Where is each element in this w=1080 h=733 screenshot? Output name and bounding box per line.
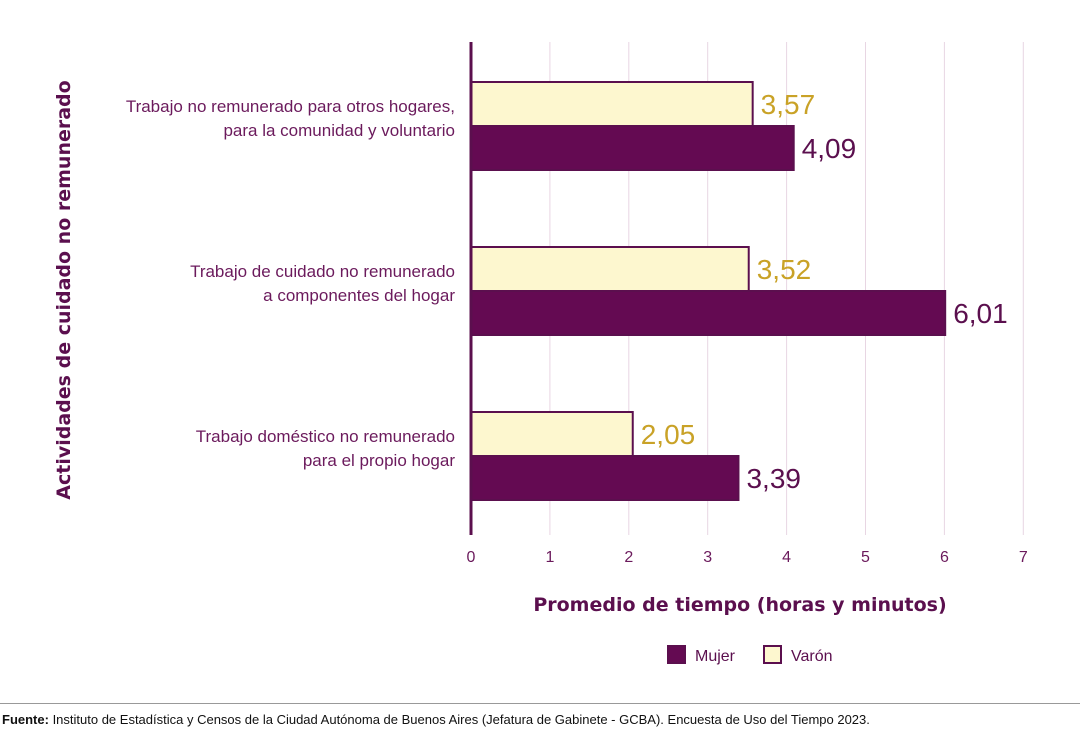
bars — [470, 81, 947, 501]
source-footer: Fuente: Instituto de Estadística y Censo… — [2, 712, 1078, 727]
data-label: 3,52 — [757, 254, 812, 285]
x-tick-label: 7 — [1019, 549, 1028, 566]
data-label: 3,39 — [746, 463, 801, 494]
bar-mujer — [470, 455, 740, 501]
legend-swatch — [763, 645, 782, 664]
x-tick-label: 2 — [624, 549, 633, 566]
legend-swatch — [667, 645, 686, 664]
bar-varon — [470, 246, 750, 292]
legend: Mujer Varón — [667, 645, 833, 665]
x-tick-label: 5 — [861, 549, 870, 566]
footer-label: Fuente: — [2, 712, 49, 727]
value-labels: 3,57 4,09 3,52 6,01 2,05 3,39 — [641, 89, 1008, 494]
y-axis-title: Actividades de cuidado no remunerado — [53, 80, 75, 499]
category-label: Trabajo no remunerado para otros hogares… — [126, 97, 455, 140]
x-tick-label: 0 — [467, 549, 476, 566]
bar-varon — [470, 81, 754, 127]
x-tick-label: 4 — [782, 549, 791, 566]
legend-label: Mujer — [695, 648, 736, 665]
footer-divider — [0, 703, 1080, 704]
x-tick-labels: 0 1 2 3 4 5 6 7 — [467, 549, 1028, 566]
data-label: 3,57 — [761, 89, 816, 120]
bar-mujer — [470, 125, 795, 171]
x-tick-label: 1 — [545, 549, 554, 566]
data-label: 4,09 — [802, 133, 857, 164]
data-label: 6,01 — [953, 298, 1008, 329]
x-axis-title: Promedio de tiempo (horas y minutos) — [533, 594, 946, 616]
legend-label: Varón — [791, 648, 833, 665]
x-tick-label: 6 — [940, 549, 949, 566]
category-labels: Trabajo no remunerado para otros hogares… — [126, 97, 456, 470]
x-tick-label: 3 — [703, 549, 712, 566]
bar-mujer — [470, 290, 947, 336]
footer-text: Instituto de Estadística y Censos de la … — [48, 712, 870, 727]
bar-varon — [470, 411, 634, 457]
data-label: 2,05 — [641, 419, 696, 450]
bar-chart: Trabajo no remunerado para otros hogares… — [53, 42, 1028, 665]
